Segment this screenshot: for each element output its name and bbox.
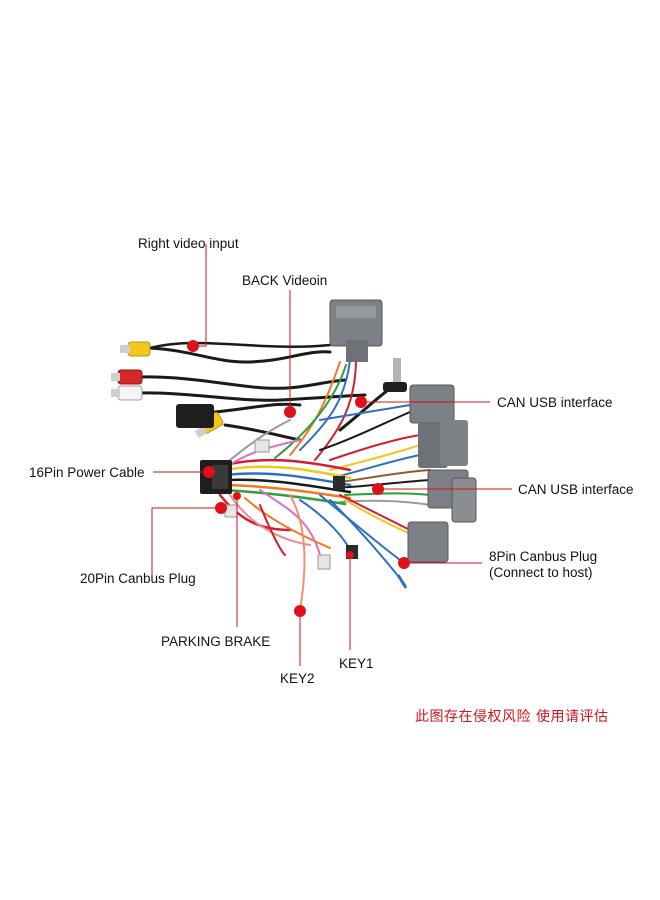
dot-key1 <box>346 551 354 559</box>
dot-can-usb-2 <box>372 483 384 495</box>
callout-line-20pin <box>151 507 221 578</box>
camera-connector <box>176 404 214 428</box>
dot-parking <box>233 492 241 500</box>
dot-20pin <box>215 502 227 514</box>
label-20pin-canbus-plug: 20Pin Canbus Plug <box>80 571 196 586</box>
label-can-usb-interface-1: CAN USB interface <box>497 395 613 410</box>
can-usb-connector-upper <box>409 384 455 424</box>
can-usb-connector-lower <box>427 469 477 523</box>
watermark-text: 此图存在侵权风险 使用请评估 <box>415 709 609 725</box>
blue-wire-tip <box>396 574 408 589</box>
connectors <box>111 299 477 589</box>
rca-plug-white <box>111 385 143 401</box>
label-right-video-input: Right video input <box>138 236 239 251</box>
small-black-plug-2 <box>333 476 345 490</box>
dot-8pin <box>398 557 410 569</box>
antenna-plug <box>383 358 407 392</box>
rca-plug-red <box>111 369 143 385</box>
small-white-plug-1 <box>254 439 270 453</box>
label-key2: KEY2 <box>280 671 315 686</box>
dot-back-video <box>284 406 296 418</box>
8pin-canbus-connector <box>407 521 449 563</box>
callout-line-right-video <box>193 244 207 347</box>
dot-can-usb-1 <box>355 396 367 408</box>
16pin-power-connector <box>200 460 232 494</box>
label-16pin-power-cable: 16Pin Power Cable <box>29 465 145 480</box>
label-can-usb-interface-2: CAN USB interface <box>518 482 634 497</box>
rca-plug-yellow-top <box>120 341 151 357</box>
label-8pin-connect-to-host: (Connect to host) <box>489 565 593 580</box>
label-back-videoin: BACK Videoin <box>242 273 328 288</box>
label-parking-brake: PARKING BRAKE <box>161 634 271 649</box>
black-plug-b <box>440 420 468 466</box>
dot-right-video <box>187 340 199 352</box>
label-key1: KEY1 <box>339 656 374 671</box>
dot-16pin <box>203 466 215 478</box>
gray-plug-top <box>329 299 383 362</box>
dot-key2 <box>294 605 306 617</box>
small-white-plug-3 <box>317 554 331 570</box>
callout-dots <box>187 340 410 617</box>
label-8pin-canbus-plug: 8Pin Canbus Plug <box>489 549 598 564</box>
